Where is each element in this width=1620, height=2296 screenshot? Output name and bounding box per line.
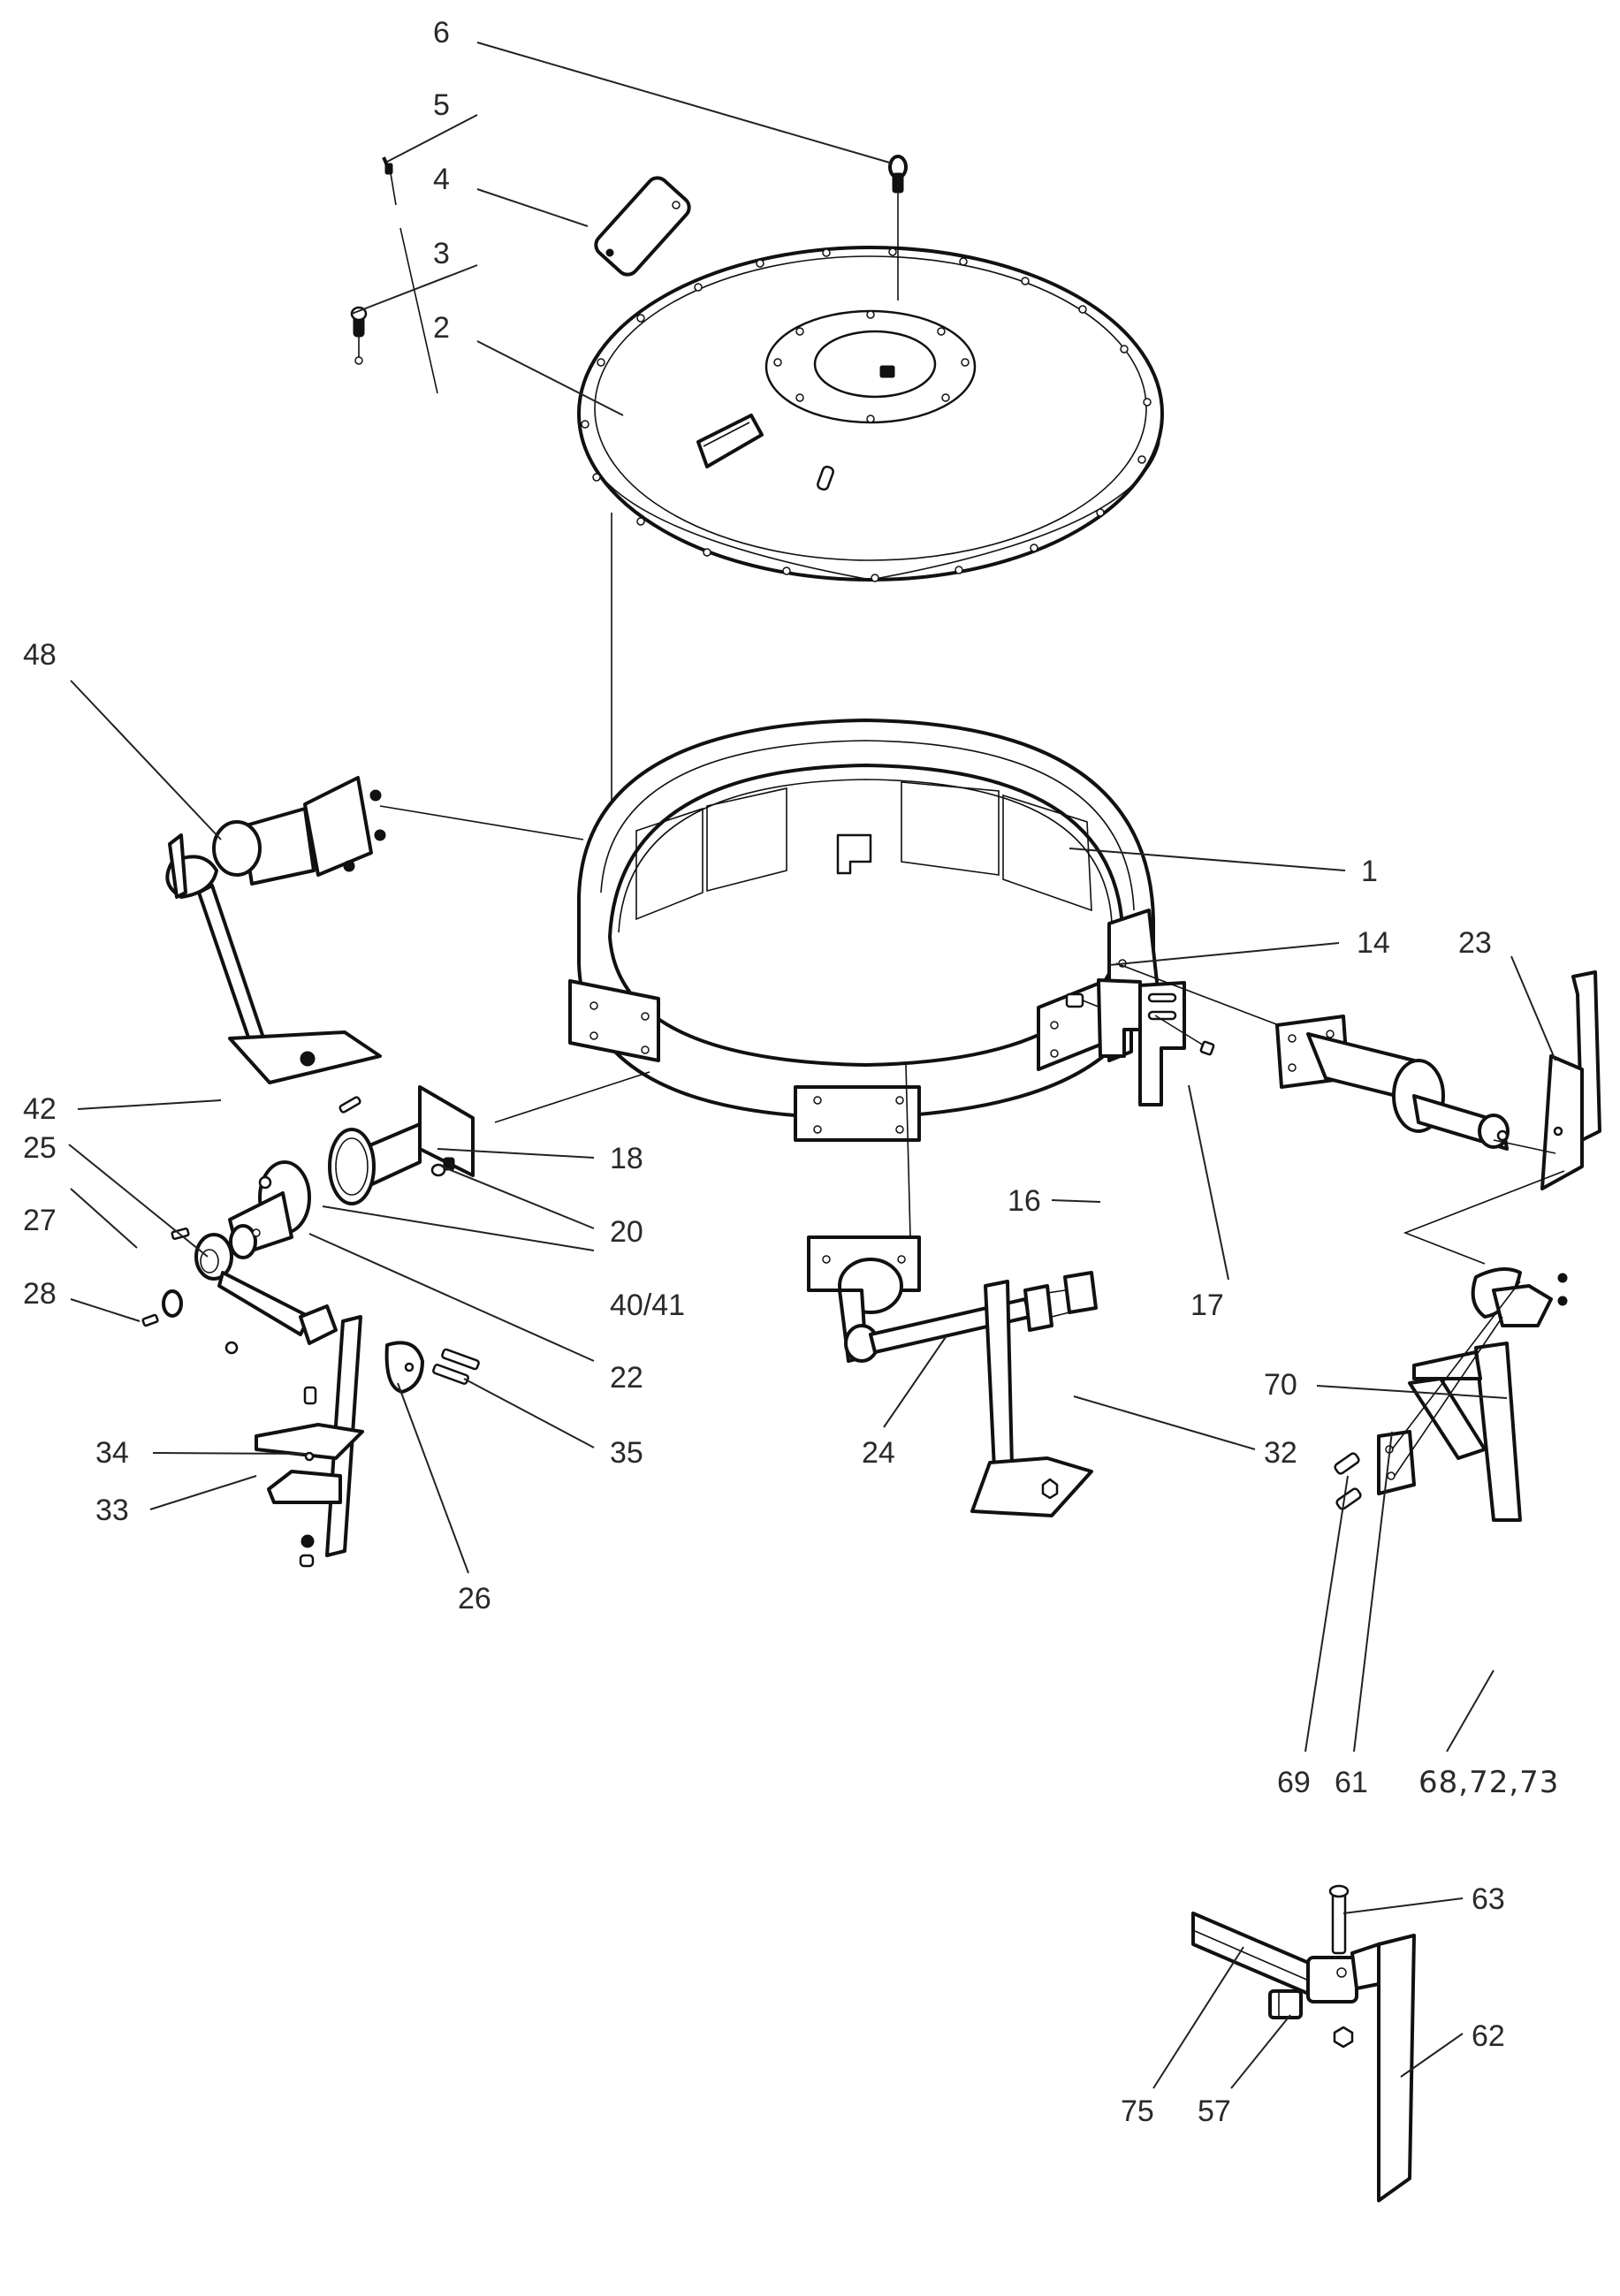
callout-61: 61 xyxy=(1335,1766,1368,1799)
callout-25: 25 xyxy=(23,1131,57,1165)
center-paddle xyxy=(970,1280,1093,1517)
callout-75: 75 xyxy=(1121,2095,1154,2128)
hatch-clip xyxy=(382,156,393,175)
blade-bolt xyxy=(303,1386,317,1405)
callout-28: 28 xyxy=(23,1277,57,1311)
callout-69: 69 xyxy=(1277,1766,1311,1799)
bolt xyxy=(1328,1884,1350,1955)
callout-1: 1 xyxy=(1361,855,1378,888)
callout-17: 17 xyxy=(1190,1289,1224,1322)
callout-4: 4 xyxy=(433,163,450,196)
callout-6: 6 xyxy=(433,16,450,49)
lifting-eye xyxy=(888,155,908,300)
callout-2: 2 xyxy=(433,311,450,345)
callout-22: 22 xyxy=(610,1361,643,1395)
callout-70: 70 xyxy=(1264,1368,1297,1402)
hatch-opening xyxy=(696,414,764,468)
callout-24: 24 xyxy=(862,1436,895,1470)
hub-shaft xyxy=(228,1160,311,1259)
arm-housing xyxy=(328,1071,650,1205)
callout-62: 62 xyxy=(1472,2019,1505,2053)
callout-23: 23 xyxy=(1458,926,1492,960)
scraper-frame xyxy=(1493,970,1601,1190)
callout-5: 5 xyxy=(433,88,450,122)
clamp xyxy=(384,1341,424,1394)
callout-34: 34 xyxy=(95,1436,129,1470)
callout-68-72-73: 68,72,73 xyxy=(1418,1765,1559,1800)
clamp-block xyxy=(1268,1989,1303,2019)
clamp-bolts xyxy=(432,1348,480,1385)
bracket-bolt xyxy=(1065,992,1101,1008)
mounting-plate xyxy=(1097,978,1186,1106)
callout-27: 27 xyxy=(23,1204,57,1237)
paddle-plate xyxy=(255,1423,364,1568)
inner-holes xyxy=(773,310,970,423)
nut xyxy=(1333,2026,1354,2049)
callout-26: 26 xyxy=(458,1582,491,1616)
callout-40-41: 40/41 xyxy=(610,1289,685,1322)
leader-lines xyxy=(68,42,1556,2089)
mounting-nut xyxy=(1154,1015,1215,1056)
callout-18: 18 xyxy=(610,1142,643,1175)
callout-35: 35 xyxy=(610,1436,643,1470)
callout-33: 33 xyxy=(95,1494,129,1527)
callout-32: 32 xyxy=(1264,1436,1297,1470)
cover-lid xyxy=(577,246,1164,582)
center-nut-icon xyxy=(879,365,895,378)
side-blade xyxy=(1350,1934,1416,2202)
callout-63: 63 xyxy=(1472,1882,1505,1916)
callout-57: 57 xyxy=(1198,2095,1231,2128)
left-arm-assembly xyxy=(165,776,584,1084)
callout-labels: 6 5 4 3 2 48 1 14 23 42 18 25 20 16 27 4… xyxy=(23,16,1559,2128)
callout-3: 3 xyxy=(433,237,450,270)
crank-arm xyxy=(194,1233,338,1355)
drum-ring xyxy=(568,718,1160,1142)
key-bolt xyxy=(338,1096,361,1114)
washer xyxy=(162,1289,183,1318)
callout-14: 14 xyxy=(1357,926,1390,960)
rim-holes xyxy=(581,247,1152,582)
callout-48: 48 xyxy=(23,638,57,672)
callout-42: 42 xyxy=(23,1092,57,1126)
motor-assembly xyxy=(1115,962,1510,1151)
callout-20: 20 xyxy=(610,1215,643,1249)
cover-bolt xyxy=(350,306,368,365)
hatch-plate xyxy=(594,176,691,277)
callout-16: 16 xyxy=(1008,1184,1041,1218)
nut-block xyxy=(1306,1956,1358,2003)
arm-bolt xyxy=(141,1313,159,1327)
scraper-arm xyxy=(1191,1912,1319,1999)
